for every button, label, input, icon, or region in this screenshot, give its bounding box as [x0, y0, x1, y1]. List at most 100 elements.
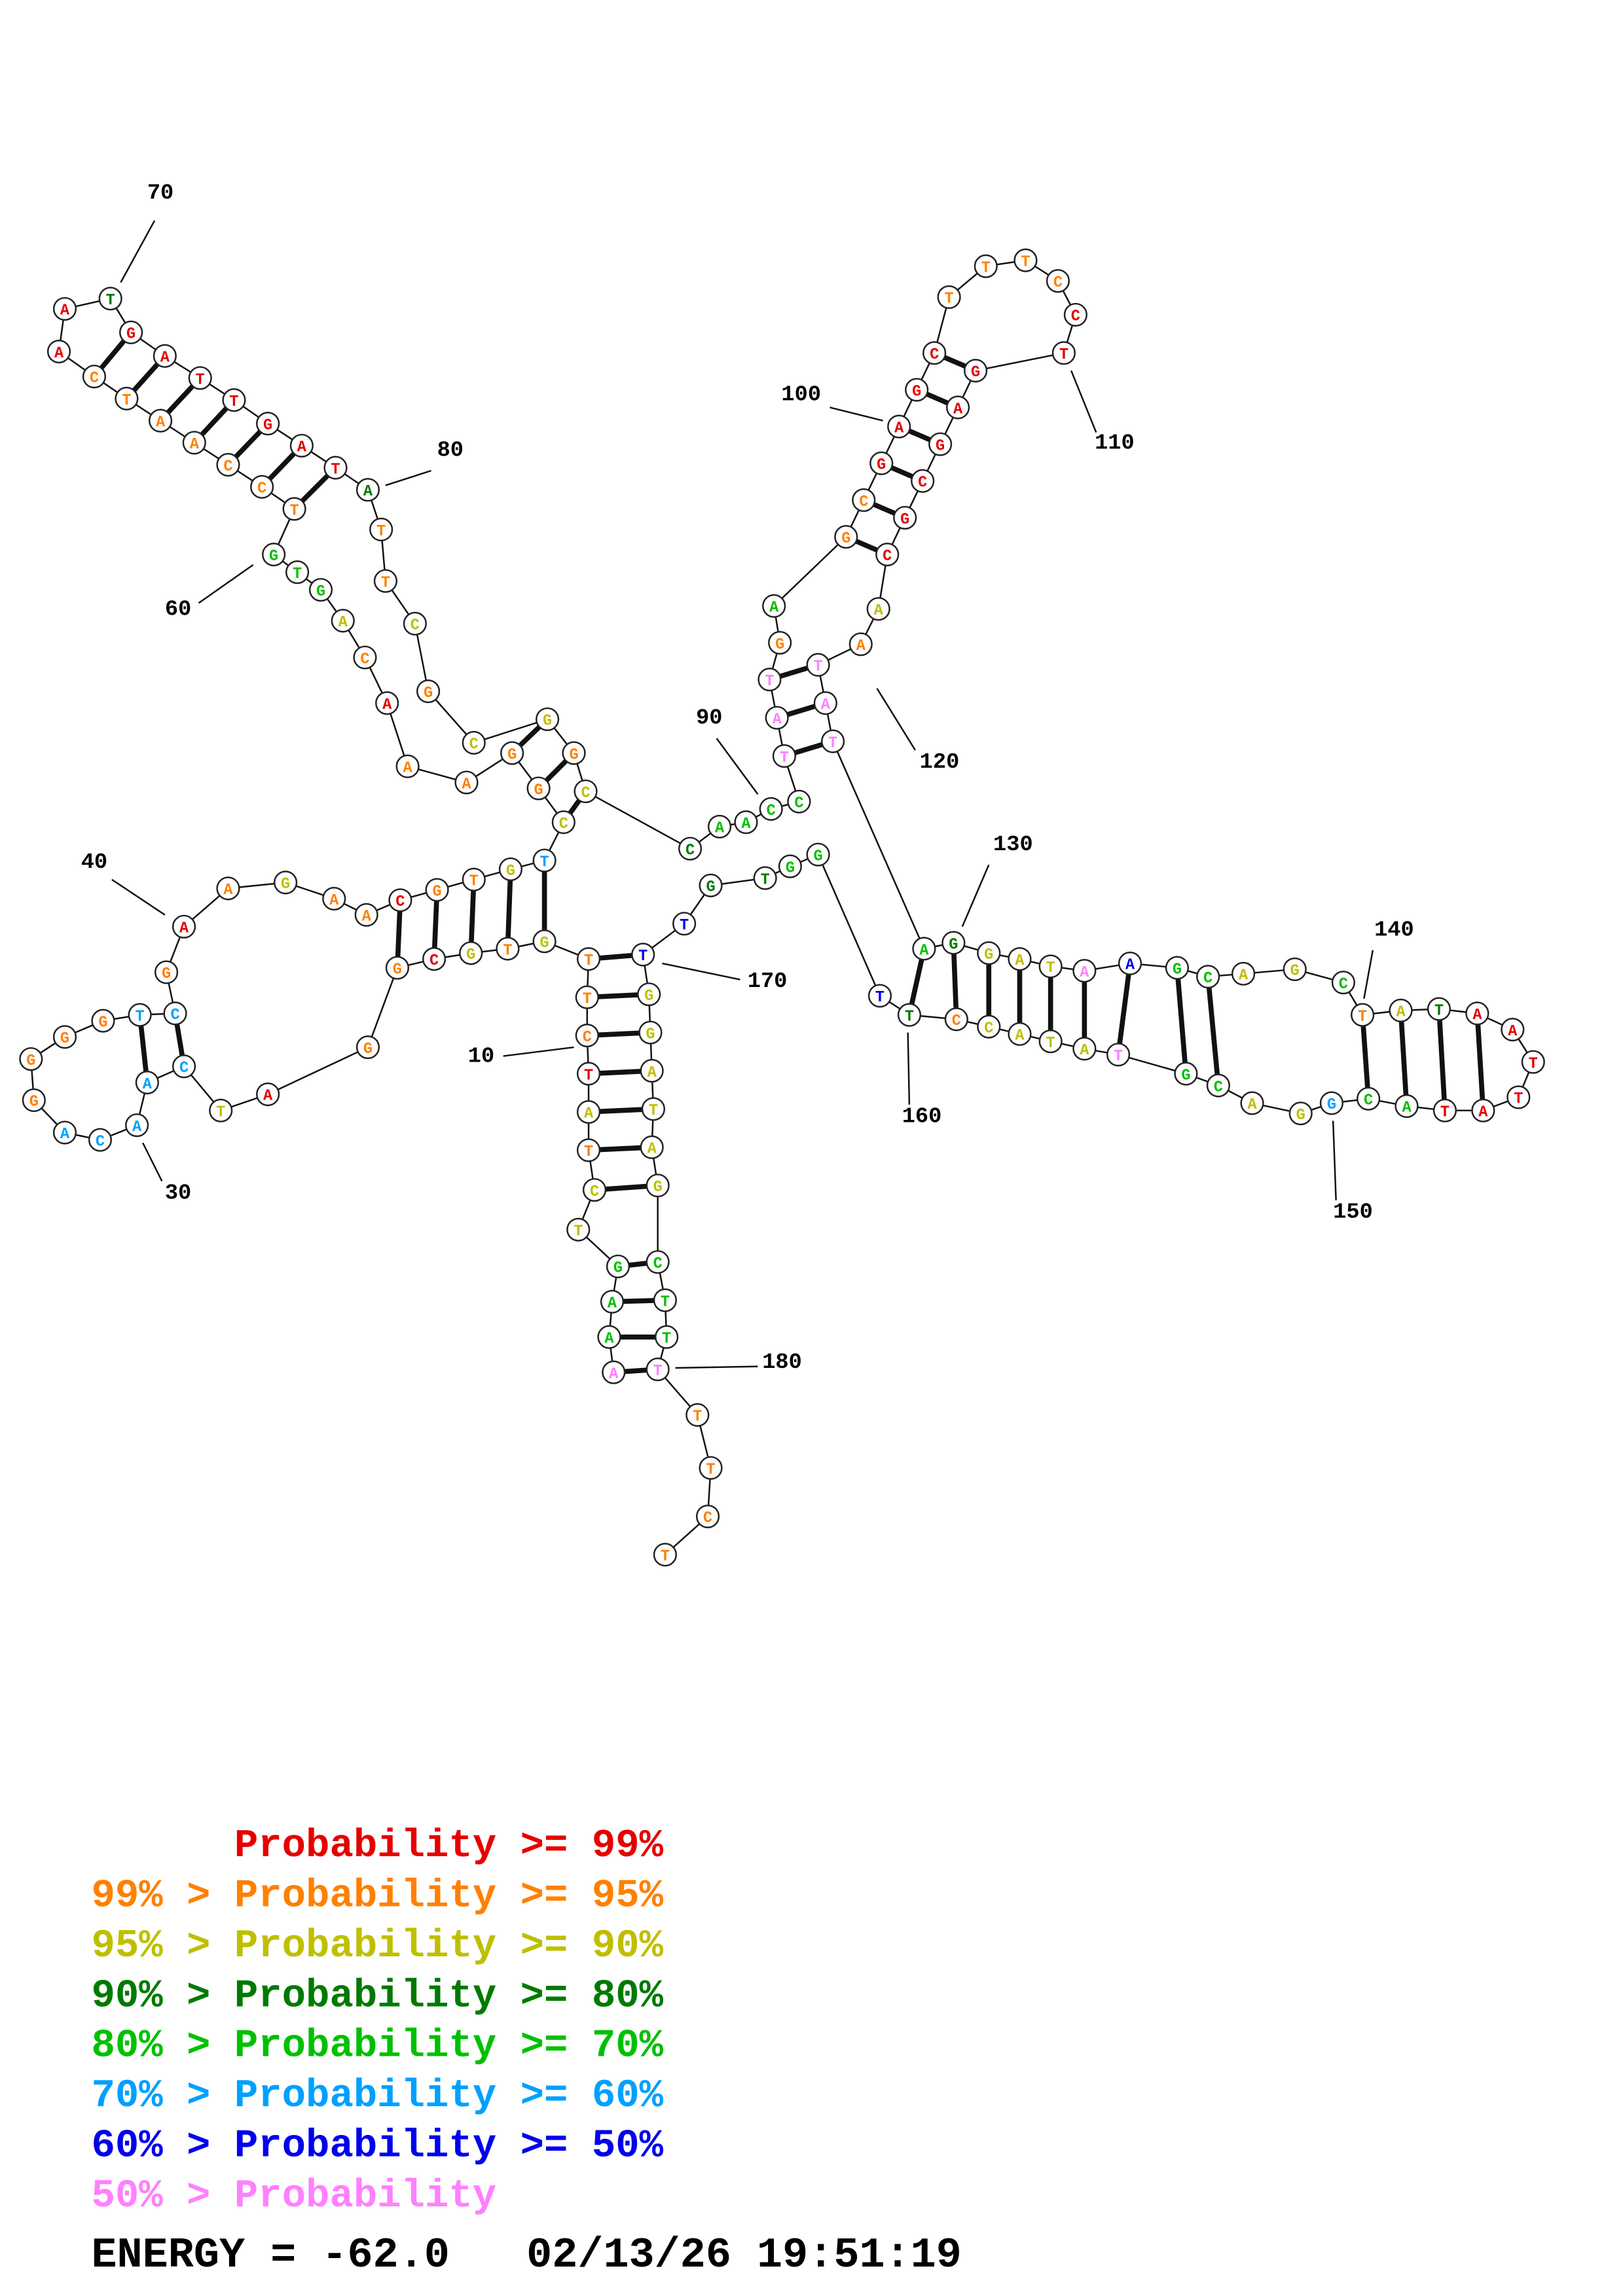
nucleotide-letter: C [685, 842, 695, 859]
nucleotide: G [905, 378, 929, 402]
nucleotide-circle [640, 1058, 664, 1083]
nucleotide: C [403, 611, 427, 636]
nucleotide-circle [331, 609, 355, 633]
nucleotide-circle [373, 569, 398, 593]
nucleotide-letter: T [765, 673, 774, 691]
label-pointer-line [716, 738, 759, 795]
nucleotide-circle [526, 776, 551, 800]
position-label: 40 [81, 850, 107, 875]
nucleotide-circle [848, 632, 873, 656]
nucleotide: T [699, 1456, 723, 1480]
nucleotide: G [256, 412, 280, 436]
nucleotide: A [182, 431, 206, 455]
nucleotide-circle [1501, 1018, 1525, 1042]
nucleotide-circle [678, 836, 702, 861]
nucleotide-circle [887, 414, 911, 439]
nucleotide: C [787, 789, 811, 814]
nucleotide-letter: C [223, 458, 232, 476]
nucleotide-circle [1038, 1029, 1063, 1054]
nucleotide: C [582, 1177, 607, 1202]
nucleotide: A [331, 609, 355, 633]
nucleotide: G [526, 776, 551, 800]
nucleotide-letter: A [263, 1088, 273, 1105]
nucleotide-letter: C [395, 893, 405, 911]
nucleotide-circle [606, 1254, 630, 1278]
nucleotide-circle [582, 1177, 607, 1202]
nucleotide-letter: G [281, 876, 290, 893]
nucleotide-letter: T [574, 1223, 583, 1240]
nucleotide-letter: C [1339, 976, 1348, 994]
nucleotide-letter: A [403, 760, 413, 778]
nucleotide: A [848, 632, 873, 656]
nucleotide-letter: T [540, 853, 549, 871]
nucleotide-circle [454, 770, 479, 795]
basepair-bond [1116, 963, 1133, 1055]
nucleotide-letter: C [179, 1060, 189, 1077]
basepair-bond [951, 942, 959, 1020]
nucleotide: T [1038, 1029, 1063, 1054]
nucleotide-letter: G [814, 848, 823, 865]
nucleotide-letter: C [794, 795, 803, 813]
nucleotide-circle [685, 1403, 710, 1427]
nucleotide-letter: A [1247, 1096, 1257, 1114]
nucleotide-circle [285, 560, 310, 584]
nucleotide-letter: A [647, 1064, 657, 1082]
nucleotide-circle [52, 1025, 77, 1049]
nucleotide: G [536, 707, 560, 732]
nucleotide: G [834, 525, 858, 549]
nucleotide-circle [1063, 302, 1087, 327]
nucleotide-circle [353, 645, 377, 670]
nucleotide-circle [1389, 998, 1413, 1022]
nucleotide-circle [893, 505, 917, 530]
nucleotide: G [262, 543, 286, 567]
nucleotide-circle [1165, 956, 1190, 980]
nucleotide-letter: C [703, 1510, 712, 1528]
nucleotide: C [977, 1014, 1001, 1039]
nucleotide-circle [462, 867, 486, 891]
nucleotide-circle [1008, 947, 1032, 971]
nucleotide-letter: A [919, 942, 929, 960]
nucleotide: G [308, 578, 333, 602]
nucleotide: T [641, 1097, 666, 1121]
nucleotide: G [1319, 1091, 1344, 1115]
backbone-segment [367, 967, 399, 1048]
nucleotide: T [496, 937, 520, 961]
nucleotide-circle [1106, 1043, 1131, 1067]
nucleotide-circle [641, 1097, 666, 1121]
nucleotide-circle [653, 1288, 677, 1312]
nucleotide-circle [911, 469, 935, 493]
nucleotide: C [759, 797, 783, 821]
nucleotide: C [216, 453, 240, 477]
nucleotide-circle [941, 931, 966, 955]
position-label: 80 [437, 439, 464, 463]
nucleotide: T [1351, 1003, 1375, 1027]
nucleotide: G [91, 1009, 115, 1033]
nucleotide-circle [1038, 954, 1063, 978]
nucleotide-letter: T [1440, 1103, 1450, 1121]
nucleotide-letter: G [506, 863, 515, 880]
nucleotide-circle [91, 1009, 115, 1033]
nucleotide-letter: T [693, 1408, 702, 1426]
nucleotide-circle [653, 1543, 677, 1567]
nucleotide: T [937, 285, 961, 310]
nucleotide-letter: T [584, 1067, 593, 1085]
nucleotide-circle [813, 691, 837, 715]
nucleotide-letter: G [534, 781, 543, 799]
nucleotide-letter: T [122, 392, 131, 410]
position-label: 150 [1333, 1200, 1373, 1225]
nucleotide-circle [388, 888, 412, 912]
nucleotide-letter: A [769, 600, 779, 617]
nucleotide-letter: T [1529, 1055, 1538, 1073]
basepair-bond [1175, 967, 1189, 1074]
nucleotide: C [575, 1023, 599, 1048]
nucleotide-circle [216, 453, 240, 477]
nucleotide-circle [172, 914, 196, 939]
nucleotide-letter: C [581, 785, 590, 802]
nucleotide-letter: T [1514, 1090, 1523, 1108]
nucleotide: T [757, 668, 782, 692]
nucleotide-circle [1196, 965, 1220, 989]
nucleotide-circle [637, 982, 661, 1007]
nucleotide: T [685, 1403, 710, 1427]
